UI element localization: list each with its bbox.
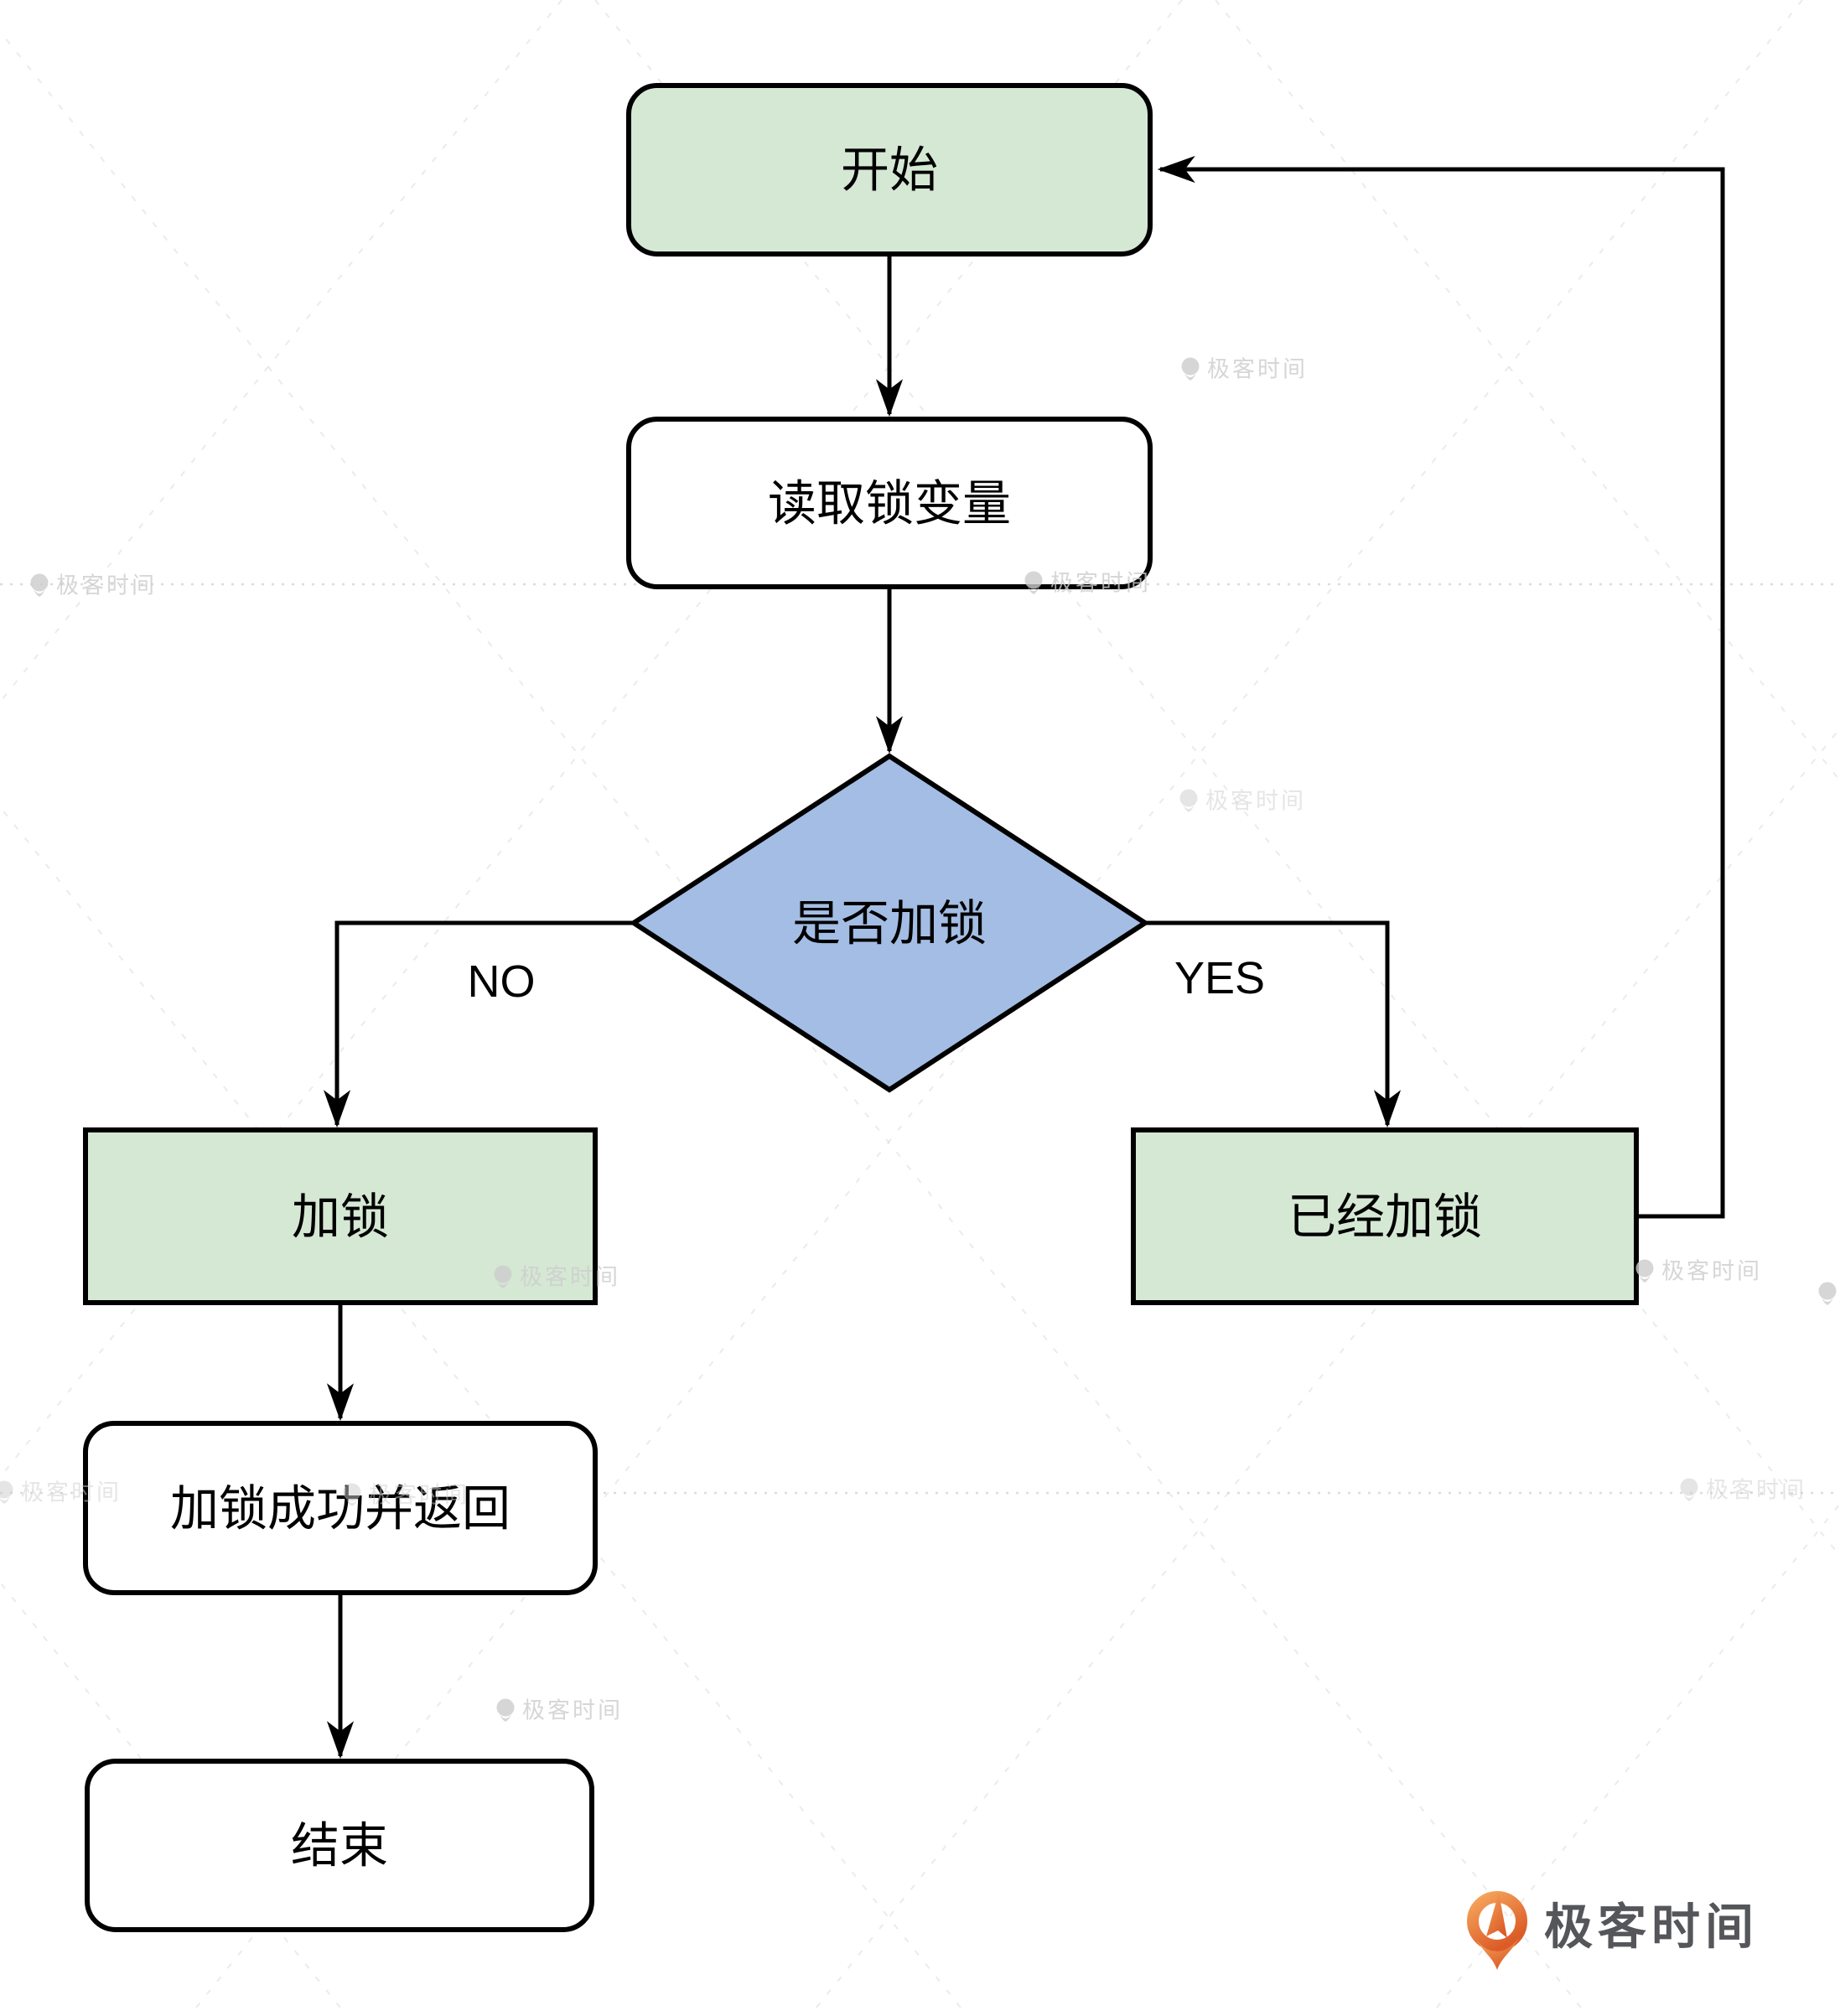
node-read-lock-variable: 读取锁变量 xyxy=(626,417,1153,589)
watermark-text: 极客时间 xyxy=(1205,788,1306,813)
dashed-diagonal xyxy=(0,29,1589,2016)
node-end: 结束 xyxy=(85,1759,594,1932)
node-decision-label: 是否加锁 xyxy=(792,896,987,951)
geektime-logo-icon xyxy=(1467,1891,1527,1970)
node-end-label: 结束 xyxy=(291,1818,388,1873)
node-decision-is-locked: 是否加锁 xyxy=(629,753,1150,1093)
node-already-label: 已经加锁 xyxy=(1288,1189,1482,1244)
geektime-pin-icon xyxy=(1818,1282,1837,1305)
watermark-text: 极客时间 xyxy=(56,573,157,598)
watermark-text: 极客时间 xyxy=(1050,570,1151,595)
geektime-watermark: 极客时间 xyxy=(0,1480,122,1505)
watermark-text: 极客时间 xyxy=(1661,1258,1762,1283)
geektime-watermark: 极客时间 xyxy=(1179,788,1306,813)
node-start-shape xyxy=(626,83,1153,257)
flowchart-nodes: 开始 读取锁变量 是否加锁 加锁 已经加锁 加锁成功并返回 结束 xyxy=(83,83,1639,1932)
node-success-label: 加锁成功并返回 xyxy=(170,1481,511,1536)
dashed-diagonal xyxy=(0,0,562,704)
geektime-watermark: 极客时间 xyxy=(343,1482,469,1507)
geektime-watermark: 极客时间 xyxy=(1024,570,1151,595)
dashed-diagonal xyxy=(0,805,968,2016)
watermark-text: 极客时间 xyxy=(21,1480,122,1505)
dashed-diagonal xyxy=(189,0,1803,2016)
geektime-pin-icon xyxy=(1181,357,1200,381)
node-end-shape xyxy=(85,1759,594,1932)
edge-decision-no-to-lock xyxy=(323,920,634,1128)
geektime-pin-icon xyxy=(1179,789,1198,812)
geektime-watermark: 极客时间 xyxy=(494,1264,620,1289)
node-lock: 加锁 xyxy=(83,1127,598,1305)
watermark-text: 极客时间 xyxy=(522,1697,623,1723)
watermark-text: 极客时间 xyxy=(1706,1477,1806,1502)
geektime-watermark: 极客时间 xyxy=(1680,1477,1806,1502)
geektime-pin-icon xyxy=(1024,571,1043,594)
node-already-locked: 已经加锁 xyxy=(1131,1127,1639,1305)
geektime-logo-text: 极客时间 xyxy=(1544,1899,1759,1954)
dashed-diagonal xyxy=(1215,0,1840,782)
dashed-diagonal xyxy=(1429,1502,1840,2016)
geektime-pin-icon xyxy=(1680,1478,1698,1501)
watermarks: 极客时间 极客时间 极客时间 极客时间 极客时间 极客时间 极客时间 极客时间 xyxy=(0,356,1837,1723)
edge-decision-yes-to-already xyxy=(1145,920,1402,1128)
flowchart-edges: NO YES xyxy=(323,155,1725,1759)
geektime-pin-icon xyxy=(496,1698,515,1722)
edge-label-yes: YES xyxy=(1174,953,1265,1003)
node-read-label: 读取锁变量 xyxy=(768,476,1011,531)
node-success-shape xyxy=(83,1421,598,1595)
node-lock-label: 加锁 xyxy=(292,1189,389,1244)
geektime-watermark: 极客时间 xyxy=(1635,1258,1762,1283)
node-read-shape xyxy=(626,417,1153,589)
node-decision-shape xyxy=(629,753,1150,1093)
dashed-diagonal xyxy=(809,727,1840,2016)
geektime-watermark: 极客时间 xyxy=(1818,1282,1837,1305)
watermark-text: 极客时间 xyxy=(1207,356,1308,381)
geektime-watermark: 极客时间 xyxy=(1181,356,1308,381)
node-lock-success-return: 加锁成功并返回 xyxy=(83,1421,598,1595)
watermark-text: 极客时间 xyxy=(520,1264,620,1289)
dashed-diagonal xyxy=(0,1580,348,2016)
node-already-shape xyxy=(1131,1127,1639,1305)
geektime-logo: 极客时间 xyxy=(1467,1891,1759,1970)
geektime-watermark: 极客时间 xyxy=(496,1697,623,1723)
node-start-label: 开始 xyxy=(841,143,938,197)
watermark-text: 极客时间 xyxy=(369,1482,469,1507)
node-start: 开始 xyxy=(626,83,1153,257)
edge-already-loop-to-start xyxy=(1157,155,1725,1219)
edge-label-no: NO xyxy=(468,956,536,1007)
geektime-pin-icon xyxy=(30,573,49,597)
geektime-pin-icon xyxy=(0,1480,13,1504)
geektime-watermark: 极客时间 xyxy=(30,573,157,598)
